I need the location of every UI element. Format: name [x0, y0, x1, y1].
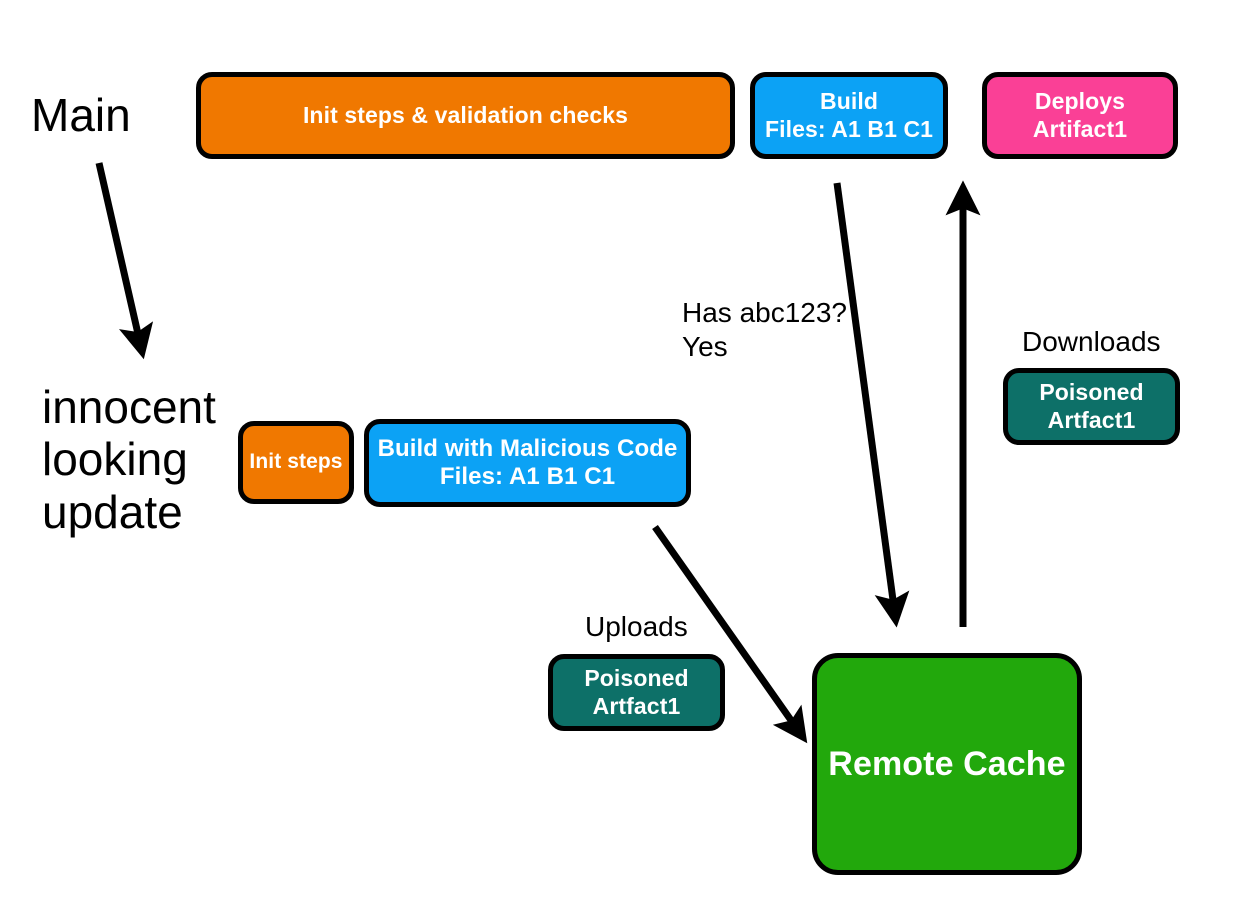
node-attacker-init-steps[interactable]: Init steps — [238, 421, 354, 504]
node-downloaded-poisoned-artifact[interactable]: Poisoned Artfact1 — [1003, 368, 1180, 445]
node-attacker-build[interactable]: Build with Malicious Code Files: A1 B1 C… — [364, 419, 691, 507]
node-uploaded-poisoned-artifact[interactable]: Poisoned Artfact1 — [548, 654, 725, 731]
edge-label-uploads: Uploads — [585, 611, 688, 642]
branch-label-main: Main — [31, 89, 131, 141]
arrow-main-to-feature — [95, 162, 154, 360]
branch-label-feature: innocent looking update — [42, 381, 216, 538]
edge-label-downloads: Downloads — [1022, 326, 1161, 357]
annotation-cache-lookup: Has abc123? Yes — [682, 297, 848, 362]
arrow-build-to-cache — [833, 182, 910, 628]
node-remote-cache[interactable]: Remote Cache — [812, 653, 1082, 875]
node-main-init-steps[interactable]: Init steps & validation checks — [196, 72, 735, 159]
node-main-build[interactable]: Build Files: A1 B1 C1 — [750, 72, 948, 159]
node-main-deploy[interactable]: Deploys Artifact1 — [982, 72, 1178, 159]
